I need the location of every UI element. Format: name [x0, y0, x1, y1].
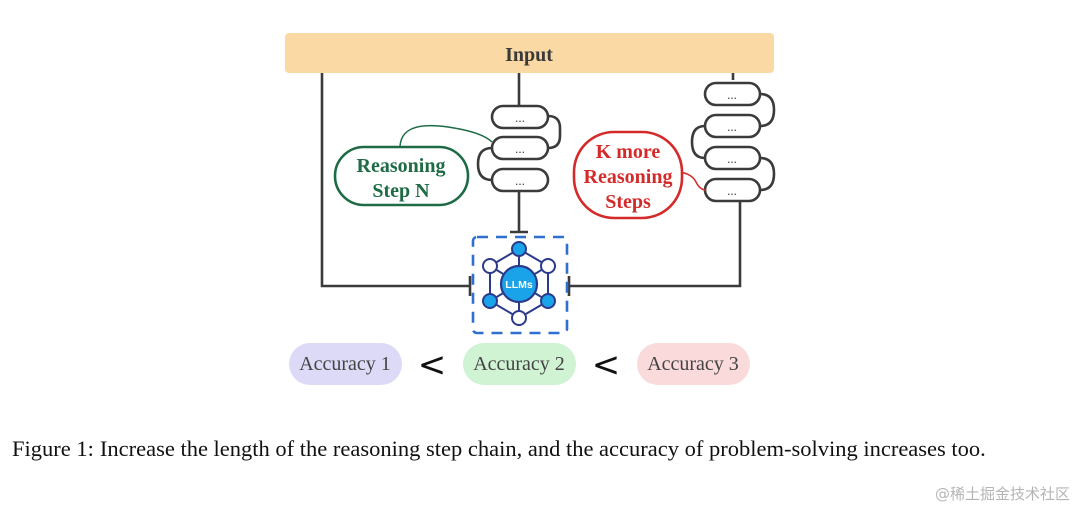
step-box — [490, 135, 550, 161]
watermark: @稀土掘金技术社区 — [934, 485, 1070, 503]
figure-caption: Figure 1:Increase the length of the reas… — [12, 433, 1052, 464]
step-box-label: ... — [727, 183, 737, 198]
caption-label: Figure 1: — [12, 436, 94, 461]
callout-reasoning-step-n: Reasoning Step N — [333, 124, 493, 207]
less-than-symbol: < — [418, 345, 447, 385]
callout-right-line2: Reasoning — [584, 166, 673, 188]
accuracy-3-pill — [637, 343, 750, 385]
step-box — [703, 113, 762, 139]
step-box — [490, 104, 550, 130]
reasoning-diagram: Input ... ... ... — [285, 33, 776, 385]
accuracy-row: Accuracy 1 Accuracy 2 Accuracy 3 < < — [289, 343, 750, 385]
input-label: Input — [505, 44, 553, 66]
llm-network-icon: LLMs — [471, 235, 569, 335]
caption-text: Increase the length of the reasoning ste… — [99, 436, 986, 461]
callout-right-line1: K more — [596, 141, 661, 163]
step-box — [490, 167, 550, 193]
llm-label: LLMs — [505, 279, 533, 291]
step-box-label: ... — [727, 151, 737, 166]
step-chain-right: ... ... ... ... — [690, 81, 776, 203]
step-box-label: ... — [727, 119, 737, 134]
connector-lines — [320, 73, 742, 288]
step-box-label: ... — [515, 141, 525, 156]
accuracy-3-label: Accuracy 3 — [647, 353, 739, 375]
accuracy-1-pill — [289, 343, 402, 385]
accuracy-1-label: Accuracy 1 — [299, 353, 391, 375]
connector-caps — [468, 230, 571, 296]
step-box-label: ... — [515, 110, 525, 125]
step-box-label: ... — [727, 87, 737, 102]
callout-right-line3: Steps — [605, 191, 651, 213]
callout-left-line1: Reasoning — [357, 155, 446, 177]
accuracy-2-label: Accuracy 2 — [473, 353, 565, 375]
callout-k-more-reasoning-steps: K more Reasoning Steps — [572, 130, 707, 220]
step-box — [703, 145, 762, 171]
step-chain-center: ... ... ... — [476, 104, 562, 193]
callout-left-line2: Step N — [372, 180, 430, 202]
step-box — [703, 81, 762, 107]
accuracy-2-pill — [463, 343, 576, 385]
input-bar — [285, 33, 774, 73]
less-than-symbol: < — [592, 345, 621, 385]
step-box-label: ... — [515, 173, 525, 188]
